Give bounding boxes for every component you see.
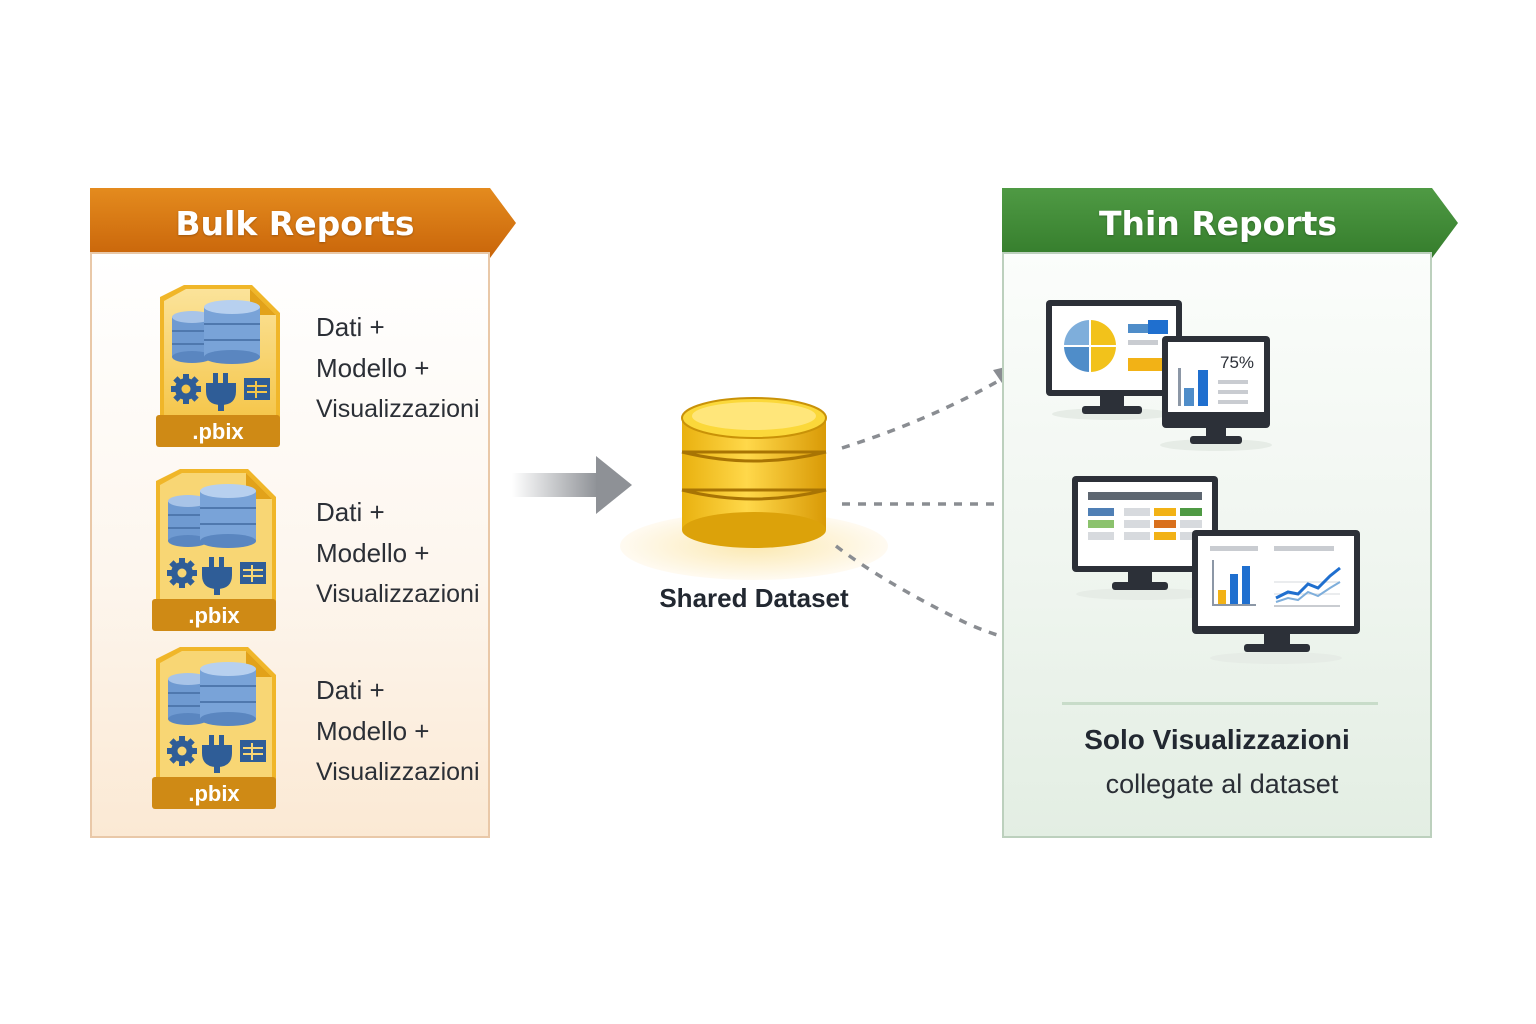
monitor-icon [1046, 300, 1182, 420]
monitor-icon [1192, 530, 1360, 664]
database-icon [172, 300, 260, 364]
database-icon [168, 662, 256, 726]
gear-icon [167, 558, 197, 588]
table-icon [240, 740, 266, 762]
divider [1062, 702, 1378, 705]
pbix-file-icon: .pbix [148, 467, 278, 637]
pbix-file-icon: .pbix [148, 645, 278, 815]
file-description: Dati + Modello + Visualizzazioni [316, 312, 480, 423]
thin-reports-caption-title: Solo Visualizzazioni [1084, 724, 1350, 755]
table-icon [240, 562, 266, 584]
plug-icon [206, 373, 236, 411]
gear-icon [171, 374, 201, 404]
gauge-value: 75% [1220, 353, 1254, 372]
plug-icon [202, 557, 232, 595]
thin-reports-caption-subtitle: collegate al dataset [1105, 769, 1339, 799]
file-description: Dati + Modello + Visualizzazioni [316, 497, 480, 608]
file-extension: .pbix [188, 603, 240, 628]
monitors-group: 75% [1046, 300, 1360, 664]
gear-icon [167, 736, 197, 766]
database-icon [168, 484, 256, 548]
file-description: Dati + Modello + Visualizzazioni [316, 675, 480, 786]
bulk-reports-title: Bulk Reports [175, 203, 415, 243]
shared-dataset-database-icon [681, 397, 827, 548]
arrow-icon [512, 456, 632, 514]
plug-icon [202, 735, 232, 773]
monitor-icon [1072, 476, 1218, 600]
shared-dataset-label: Shared Dataset [659, 583, 849, 613]
thin-reports-title: Thin Reports [1098, 203, 1338, 243]
pbix-file-icon: .pbix [152, 283, 282, 453]
table-icon [244, 378, 270, 400]
file-extension: .pbix [188, 781, 240, 806]
file-extension: .pbix [192, 419, 244, 444]
bulk-reports-banner: Bulk Reports [90, 188, 516, 258]
thin-reports-banner: Thin Reports [1002, 188, 1458, 258]
monitor-icon: 75% [1160, 336, 1272, 451]
